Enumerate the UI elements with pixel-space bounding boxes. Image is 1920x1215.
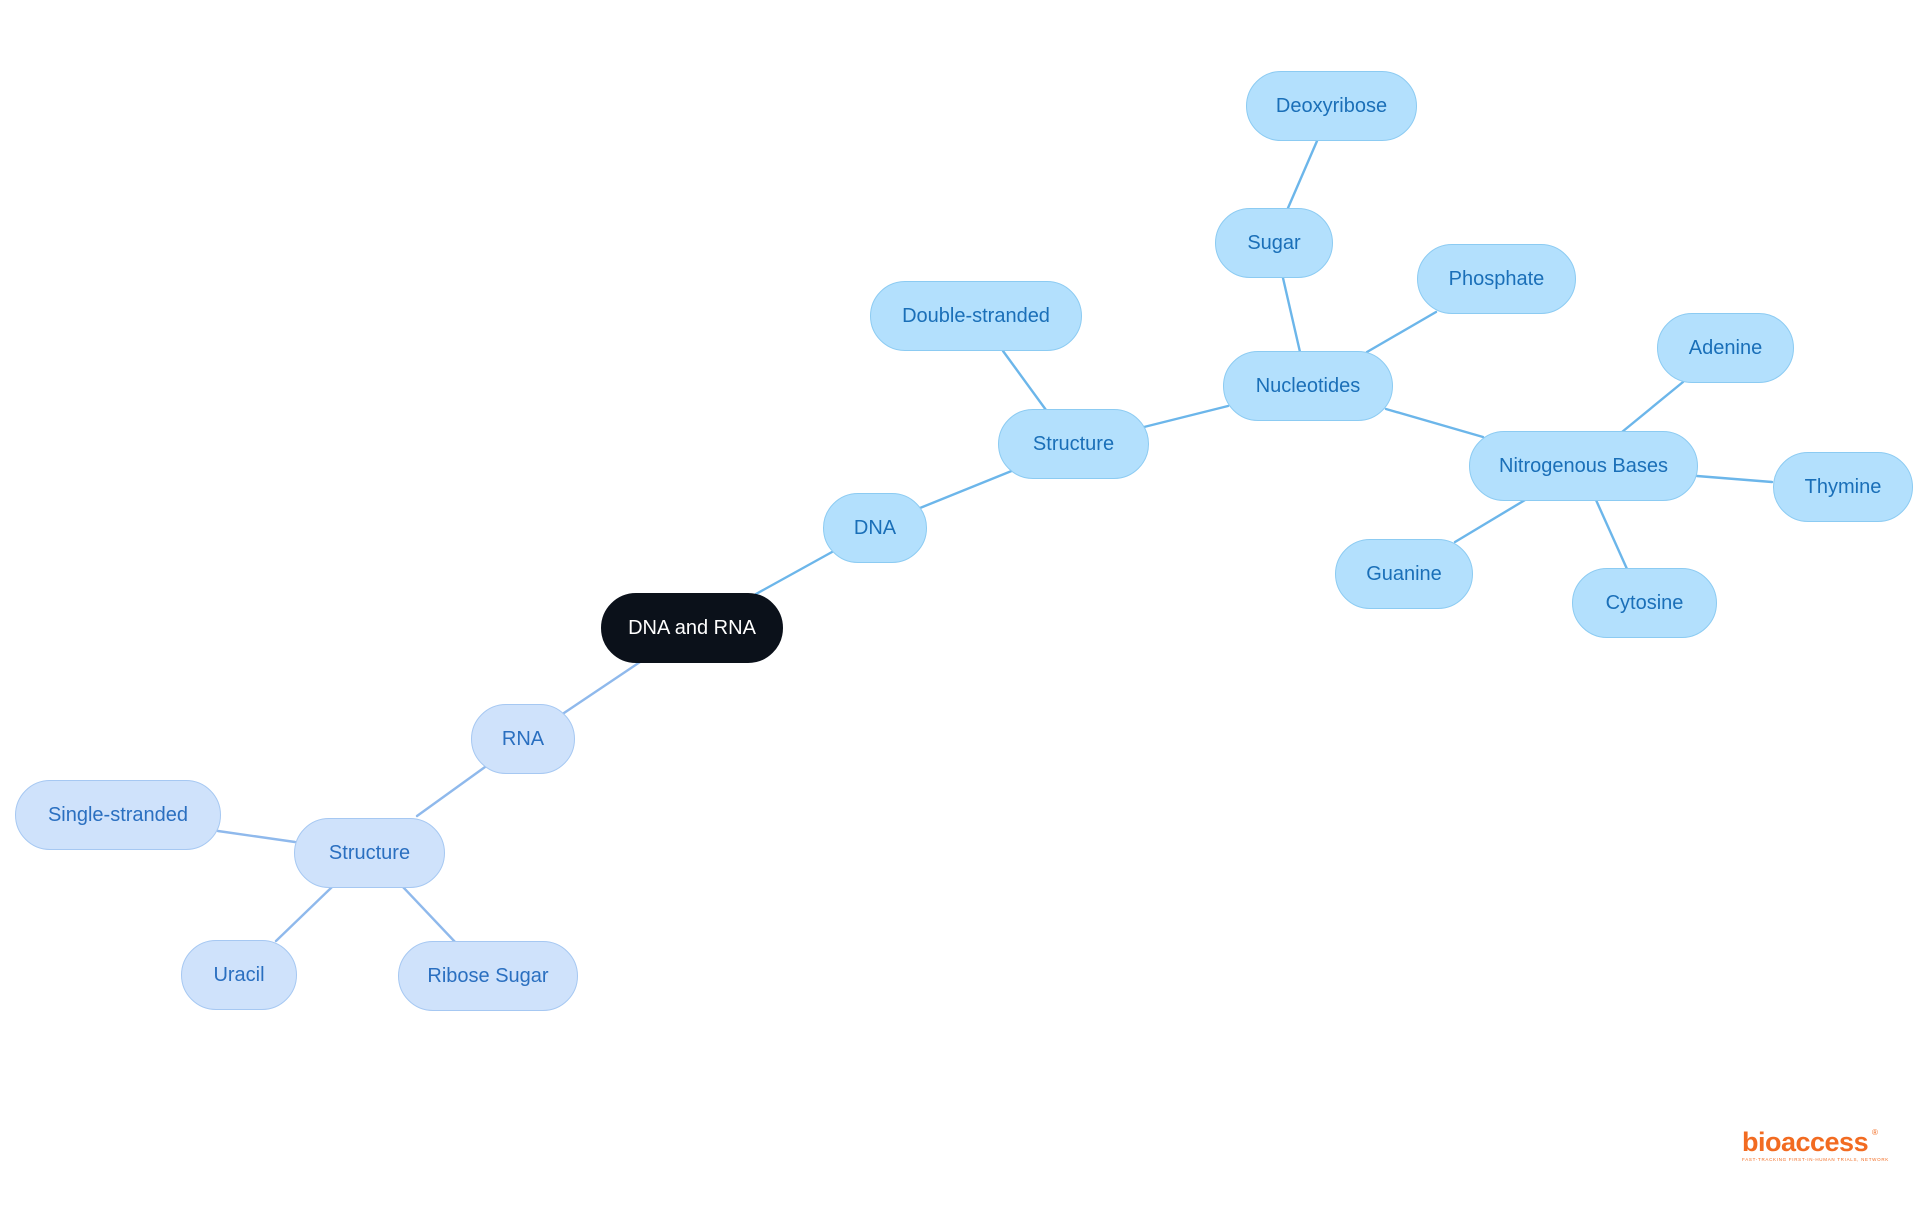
edge-root-dna (754, 550, 834, 596)
dna-node[interactable]: DNA (823, 493, 927, 563)
edge-nucleotides-bases (1384, 407, 1485, 439)
phosphate-node[interactable]: Phosphate (1417, 244, 1576, 314)
edge-structure-double-stranded (1001, 349, 1048, 412)
root-node[interactable]: DNA and RNA (601, 593, 783, 663)
logo-tagline: FAST-TRACKING FIRST-IN-HUMAN TRIALS, NET… (1742, 1157, 1889, 1162)
logo-registered-mark: ® (1872, 1128, 1878, 1137)
edge-bases-thymine (1695, 474, 1774, 484)
deoxyribose-node[interactable]: Deoxyribose (1246, 71, 1417, 141)
cytosine-node[interactable]: Cytosine (1572, 568, 1717, 638)
edge-dna-structure (918, 468, 1016, 510)
rna-structure-node[interactable]: Structure (294, 818, 445, 888)
adenine-node[interactable]: Adenine (1657, 313, 1794, 383)
rna-node[interactable]: RNA (471, 704, 575, 774)
edge-root-rna (559, 660, 642, 717)
edge-rna-structure (415, 765, 487, 818)
dna-structure-node[interactable]: Structure (998, 409, 1149, 479)
edge-bases-adenine (1620, 380, 1685, 434)
edge-structure-nucleotides (1142, 404, 1230, 429)
edge-bases-cytosine (1594, 498, 1629, 571)
edge-bases-guanine (1453, 498, 1527, 544)
uracil-node[interactable]: Uracil (181, 940, 297, 1010)
bioaccess-logo: bioaccess ® FAST-TRACKING FIRST-IN-HUMAN… (1742, 1127, 1889, 1162)
edge-structure-uracil (274, 885, 334, 943)
thymine-node[interactable]: Thymine (1773, 452, 1913, 522)
ribose-sugar-node[interactable]: Ribose Sugar (398, 941, 578, 1011)
edge-nucleotides-phosphate (1365, 310, 1438, 354)
edge-structure-ribose-sugar (401, 885, 458, 945)
edge-sugar-deoxyribose (1286, 139, 1319, 210)
edge-nucleotides-sugar (1281, 276, 1302, 354)
nucleotides-node[interactable]: Nucleotides (1223, 351, 1393, 421)
single-stranded-node[interactable]: Single-stranded (15, 780, 221, 850)
edge-structure-single-stranded (216, 829, 297, 844)
guanine-node[interactable]: Guanine (1335, 539, 1473, 609)
logo-wordmark: bioaccess (1742, 1127, 1869, 1157)
sugar-node[interactable]: Sugar (1215, 208, 1333, 278)
nitrogenous-bases-node[interactable]: Nitrogenous Bases (1469, 431, 1698, 501)
double-stranded-node[interactable]: Double-stranded (870, 281, 1082, 351)
